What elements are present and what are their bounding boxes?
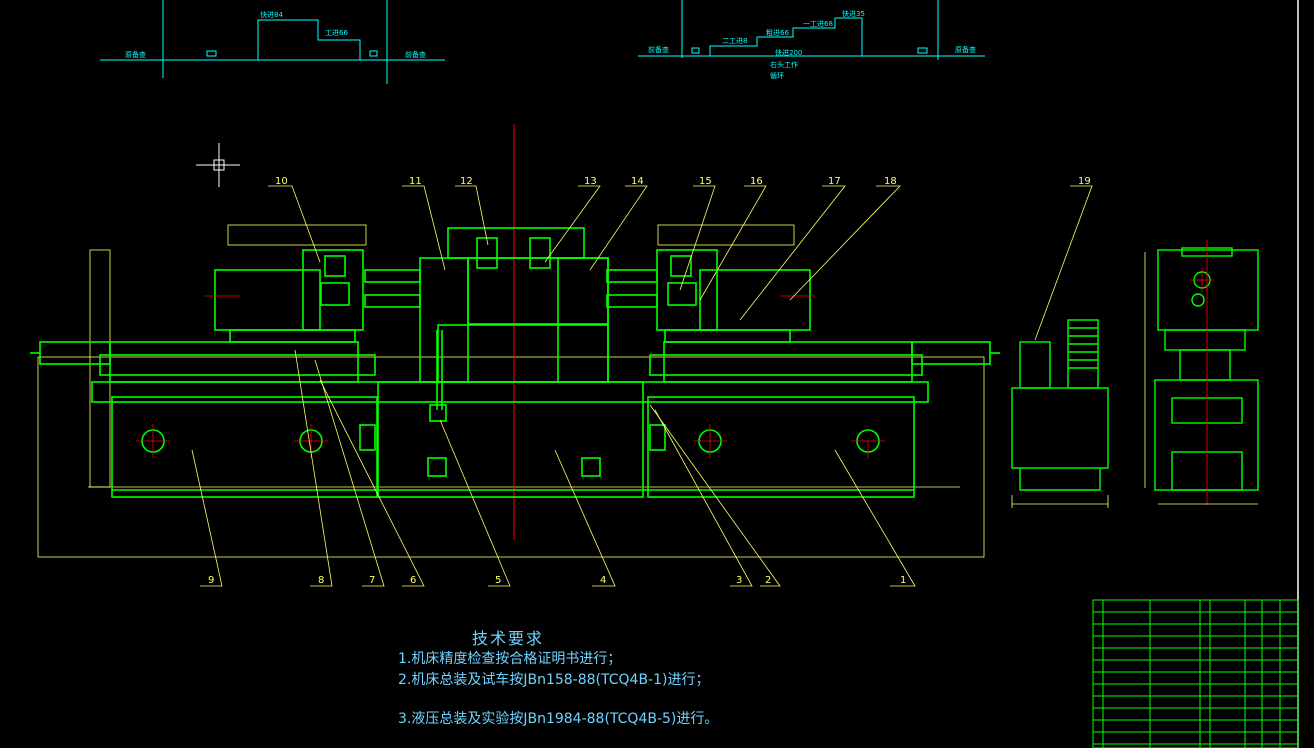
cycle-right-label-6: 原备查 xyxy=(955,45,976,54)
cycle-left-label-0: 快进84 xyxy=(260,10,283,19)
part-number-15: 15 xyxy=(699,176,712,187)
cycle-right-label-7: 右头工作 xyxy=(770,60,798,69)
cycle-left-label-2: 原备查 xyxy=(125,50,146,59)
part-numbers: 10 11 12 13 14 15 16 17 18 19 9 8 7 6 5 … xyxy=(208,176,1091,586)
base-holes xyxy=(136,295,885,458)
cycle-right-label-2: 粗进66 xyxy=(766,28,789,37)
hydraulic-station xyxy=(1011,319,1109,491)
part-number-6: 6 xyxy=(410,575,416,586)
cycle-diagram-right xyxy=(638,0,985,60)
hydraulic-dims xyxy=(1011,495,1109,508)
part-number-2: 2 xyxy=(765,575,771,586)
part-number-19: 19 xyxy=(1078,176,1091,187)
part-number-3: 3 xyxy=(736,575,742,586)
part-number-14: 14 xyxy=(631,176,644,187)
leader-lines xyxy=(191,185,1093,587)
cycle-left-label-3: 前备查 xyxy=(405,50,426,59)
part-number-9: 9 xyxy=(208,575,214,586)
title-block xyxy=(1092,599,1299,748)
cycle-diagram-left xyxy=(100,0,445,84)
part-number-11: 11 xyxy=(409,176,422,187)
tech-requirements: 技术要求 1.机床精度检查按合格证明书进行； 2.机床总装及试车按JBn158-… xyxy=(398,628,718,730)
part-number-5: 5 xyxy=(495,575,501,586)
cycle-right-label-4: 快进200 xyxy=(775,48,802,57)
part-number-18: 18 xyxy=(884,176,897,187)
tech-requirement-item: 1.机床精度检查按合格证明书进行； xyxy=(398,651,622,667)
part-number-8: 8 xyxy=(318,575,324,586)
part-number-12: 12 xyxy=(460,176,473,187)
cycle-right-label-1: 一工进68 xyxy=(803,20,833,28)
side-view-dims xyxy=(1144,252,1258,505)
machine-front-view xyxy=(30,227,1000,498)
machine-side-view xyxy=(1154,247,1259,491)
cycle-right-label-0: 快进35 xyxy=(842,9,865,18)
part-number-4: 4 xyxy=(600,575,606,586)
part-number-16: 16 xyxy=(750,176,763,187)
cycle-left-label-1: 工进66 xyxy=(325,29,348,37)
cycle-right-label-3: 二工进8 xyxy=(722,37,747,45)
part-number-10: 10 xyxy=(275,176,288,187)
side-view-centers xyxy=(1190,240,1214,505)
part-number-17: 17 xyxy=(828,176,841,187)
tech-requirement-item: 3.液压总装及实验按JBn1984-88(TCQ4B-5)进行。 xyxy=(398,711,719,727)
tech-requirement-item: 2.机床总装及试车按JBn158-88(TCQ4B-1)进行； xyxy=(398,672,710,688)
cycle-right-label-5: 前备查 xyxy=(648,45,669,54)
cycle-right-label-8: 循环 xyxy=(770,71,784,80)
part-number-13: 13 xyxy=(584,176,597,187)
crosshair-cursor-icon xyxy=(196,143,240,187)
dimension-frames xyxy=(37,224,985,558)
part-number-1: 1 xyxy=(900,575,906,586)
tech-requirements-title: 技术要求 xyxy=(472,629,545,648)
part-number-7: 7 xyxy=(369,575,375,586)
